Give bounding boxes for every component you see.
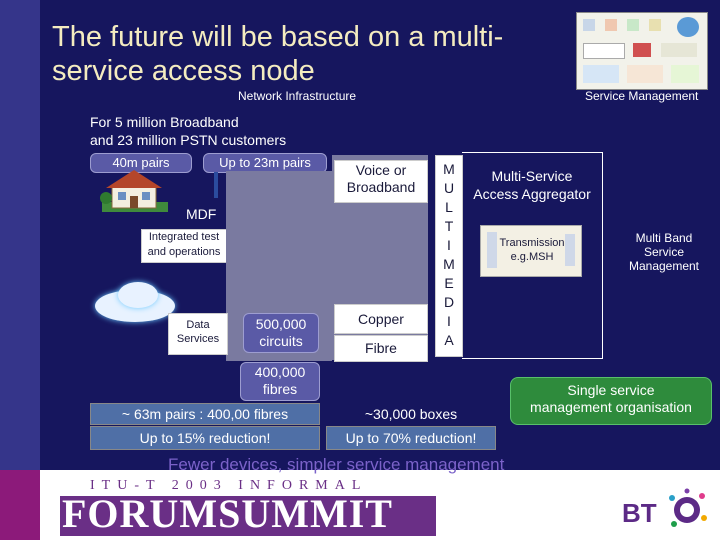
single-service-box: Single service management organisation bbox=[510, 377, 712, 425]
mux-letter: D bbox=[443, 294, 455, 310]
left-accent-bar bbox=[0, 0, 40, 540]
bt-logo: BT bbox=[610, 486, 710, 536]
thumb-block bbox=[583, 19, 595, 31]
mux-letter: A bbox=[444, 332, 454, 348]
mux-letter: T bbox=[444, 218, 454, 234]
customers-text: For 5 million Broadband and 23 million P… bbox=[90, 113, 286, 149]
thumb-block bbox=[649, 19, 661, 31]
network-infrastructure-header: Network Infrastructure bbox=[238, 89, 357, 103]
data-services-line-2: Services bbox=[176, 333, 220, 345]
pairs-fibres-summary: ~ 63m pairs : 400,00 fibres bbox=[90, 403, 320, 425]
thumb-block bbox=[627, 19, 639, 31]
thumb-block bbox=[583, 65, 619, 83]
reduction-15-summary: Up to 15% reduction! bbox=[90, 426, 320, 450]
multiband-line-2: Service bbox=[643, 245, 684, 259]
mux-letter: M bbox=[443, 256, 455, 272]
footer-left-accent bbox=[0, 470, 40, 540]
data-services-box: Data Services bbox=[168, 313, 228, 355]
fibres-400k-line-2: fibres bbox=[262, 381, 298, 397]
voice-broadband-line-2: Broadband bbox=[346, 179, 416, 195]
integrated-test-line-1: Integrated test bbox=[148, 231, 220, 243]
mdf-connector bbox=[214, 172, 218, 198]
tagline: Fewer devices, simpler service managemen… bbox=[168, 455, 505, 474]
aggregator-line-2: Access Aggregator bbox=[473, 186, 591, 202]
forum-banner bbox=[60, 496, 436, 536]
fibre-box: Fibre bbox=[334, 335, 428, 362]
data-services-line-1: Data bbox=[186, 319, 210, 331]
circuits-500k-pill: 500,000 circuits bbox=[243, 313, 319, 353]
transmission-block: Transmission e.g.MSH bbox=[480, 225, 582, 277]
aggregator-line-1: Multi-Service bbox=[491, 168, 573, 184]
thumb-block bbox=[583, 43, 625, 59]
aggregator-bracket bbox=[462, 152, 603, 359]
forum-summit-text: FORUMSUMMIT bbox=[62, 491, 393, 536]
customers-line-1: For 5 million Broadband bbox=[90, 114, 239, 130]
thumb-block bbox=[605, 19, 617, 31]
integrated-test-box: Integrated test and operations bbox=[141, 229, 227, 263]
thumb-block bbox=[633, 43, 651, 57]
thumb-block bbox=[627, 65, 663, 83]
circuits-500k-line-2: circuits bbox=[259, 333, 303, 349]
multiband-label: Multi Band Service Management bbox=[614, 231, 714, 273]
single-service-line-2: management organisation bbox=[530, 399, 692, 415]
mux-letter: U bbox=[443, 180, 455, 196]
service-management-thumbnail bbox=[576, 12, 708, 90]
boxes-30k-summary: ~30,000 boxes bbox=[326, 403, 496, 425]
cloud-icon-top bbox=[118, 282, 158, 308]
house-icon bbox=[100, 170, 168, 212]
circuits-500k-line-1: 500,000 bbox=[255, 316, 307, 332]
copper-box: Copper bbox=[334, 304, 428, 334]
voice-broadband-line-1: Voice or bbox=[355, 162, 407, 178]
mux-letter: E bbox=[444, 275, 454, 291]
integrated-test-line-2: and operations bbox=[147, 246, 221, 258]
equipment-rack-icon bbox=[487, 232, 497, 268]
mux-letter: I bbox=[447, 237, 451, 253]
mux-letter: M bbox=[443, 161, 455, 177]
slide-title: The future will be based on a multi-serv… bbox=[52, 21, 504, 87]
reduction-70-summary: Up to 70% reduction! bbox=[326, 426, 496, 450]
single-service-line-1: Single service bbox=[567, 382, 655, 398]
itu-text: ITU-T 2003 INFORMAL bbox=[90, 478, 368, 493]
fibres-400k-pill: 400,000 fibres bbox=[240, 362, 320, 401]
multiband-line-3: Management bbox=[628, 259, 700, 273]
equipment-rack-icon bbox=[565, 234, 575, 266]
aggregator-label: Multi-Service Access Aggregator bbox=[462, 167, 602, 203]
voice-broadband-box: Voice or Broadband bbox=[334, 160, 428, 203]
multimedia-column: M U L T I M E D I A bbox=[435, 155, 463, 357]
multimedia-letters: M U L T I M E D I A bbox=[436, 160, 462, 350]
thumb-block bbox=[661, 43, 697, 57]
forum-summit-logo: ITU-T 2003 INFORMAL FORUMSUMMIT bbox=[60, 478, 436, 536]
bt-piper-icon bbox=[669, 488, 707, 527]
pill-up-to-23m-pairs: Up to 23m pairs bbox=[203, 153, 327, 173]
transmission-line-1: Transmission bbox=[499, 237, 565, 249]
thumb-block bbox=[671, 65, 699, 83]
mux-letter: I bbox=[447, 313, 451, 329]
fibres-400k-line-1: 400,000 bbox=[254, 364, 306, 380]
service-management-header: Service Management bbox=[585, 89, 699, 103]
transmission-line-2: e.g.MSH bbox=[510, 251, 554, 263]
transmission-label: Transmission e.g.MSH bbox=[497, 236, 567, 264]
thumb-globe-icon bbox=[677, 17, 699, 37]
customers-line-2: and 23 million PSTN customers bbox=[90, 132, 287, 148]
multiband-line-1: Multi Band bbox=[635, 231, 693, 245]
pill-40m-pairs: 40m pairs bbox=[90, 153, 192, 173]
mux-letter: L bbox=[445, 199, 453, 215]
bt-text: BT bbox=[622, 498, 657, 528]
mdf-label: MDF bbox=[186, 206, 217, 222]
